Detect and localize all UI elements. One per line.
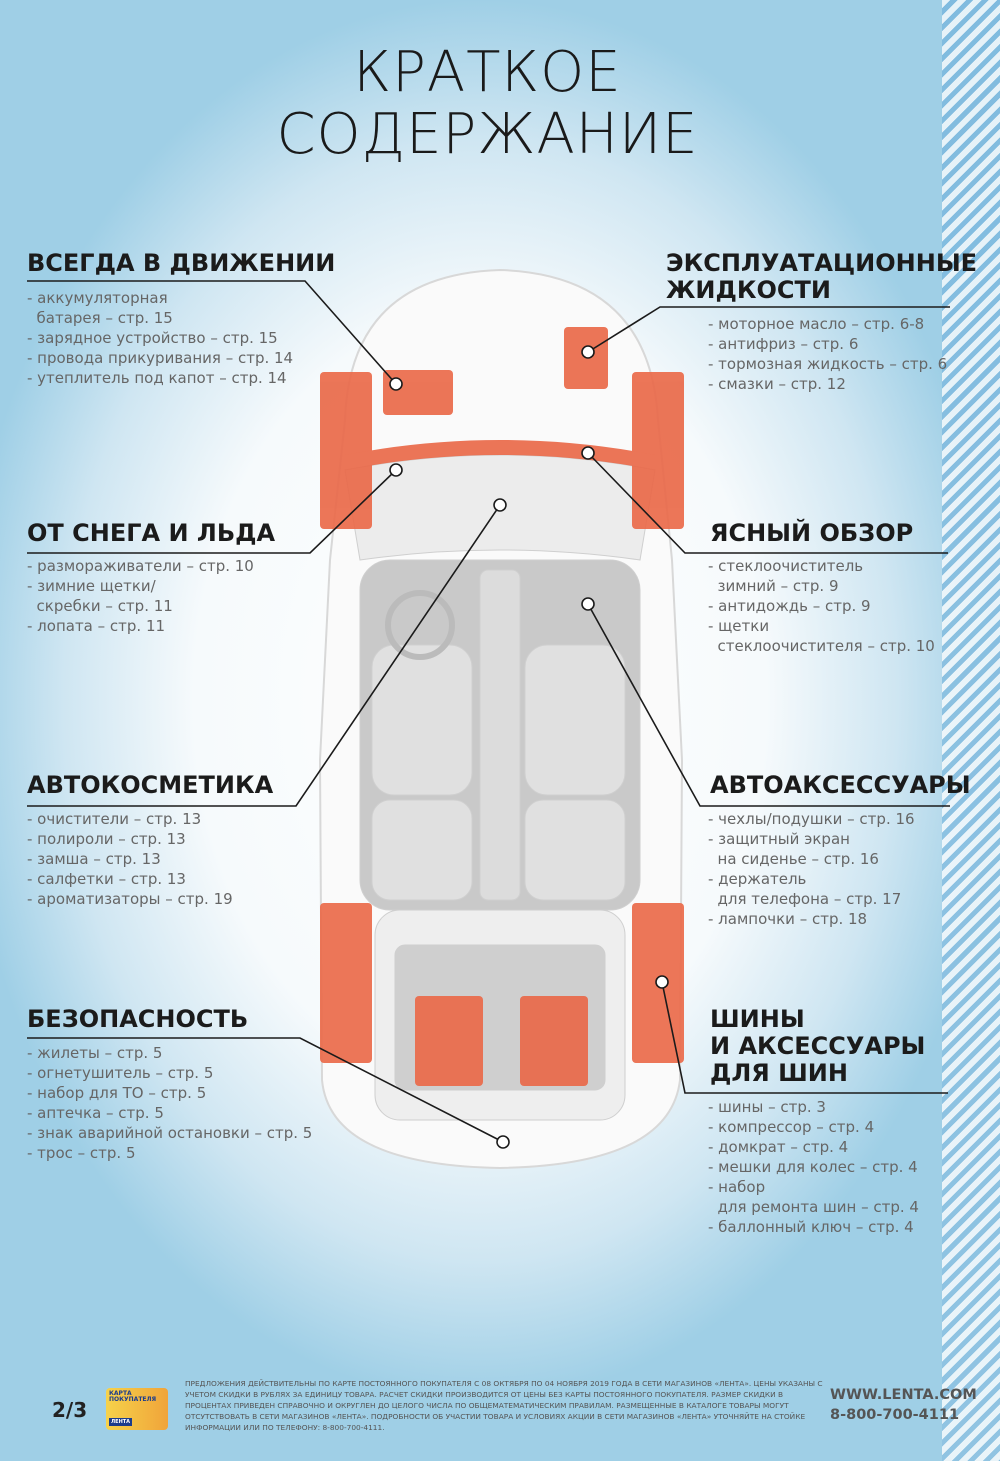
list-item: - тормозная жидкость – стр. 6 [708, 355, 948, 373]
list-item: - огнетушитель – стр. 5 [27, 1064, 214, 1082]
contacts: WWW.LENTA.COM 8-800-700-4111 [830, 1385, 977, 1425]
list-item: скребки – стр. 11 [27, 597, 173, 615]
list-item: - полироли – стр. 13 [27, 830, 186, 848]
leader-lines [27, 280, 950, 1143]
disclaimer: Предложения действительны по карте посто… [185, 1379, 823, 1432]
list-item: - компрессор – стр. 4 [708, 1118, 875, 1136]
heading-line: ЭКСПЛУАТАЦИОННЫЕ [666, 249, 978, 277]
card-label: КАРТА ПОКУПАТЕЛЯ [109, 1390, 157, 1403]
list-item: - лопата – стр. 11 [27, 617, 166, 635]
section-list-tires: - шины – стр. 3 - компрессор – стр. 4 - … [708, 1097, 919, 1237]
section-heading-always-moving: ВСЕГДА В ДВИЖЕНИИ [27, 249, 336, 277]
list-item: - антифриз – стр. 6 [708, 335, 859, 353]
website-link[interactable]: WWW.LENTA.COM [830, 1387, 977, 1403]
list-item: - баллонный ключ – стр. 4 [708, 1218, 914, 1236]
marker-dots [389, 345, 669, 1149]
section-list-clear-view: - стеклоочиститель зимний – стр. 9 - ант… [708, 556, 935, 656]
loyalty-card-image: КАРТА ПОКУПАТЕЛЯ ЛЕНТА [106, 1388, 168, 1430]
list-item: - провода прикуривания – стр. 14 [27, 349, 294, 367]
section-list-safety: - жилеты – стр. 5 - огнетушитель – стр. … [27, 1043, 312, 1163]
list-item: стеклоочистителя – стр. 10 [708, 637, 935, 655]
list-item: на сиденье – стр. 16 [708, 850, 879, 868]
heading-line: И АКСЕССУАРЫ [710, 1032, 926, 1060]
section-heading-clear-view: ЯСНЫЙ ОБЗОР [710, 519, 914, 547]
page-title-line1: КРАТКОЕ [353, 40, 622, 105]
list-item: - размораживатели – стр. 10 [27, 557, 254, 575]
section-list-fluids: - моторное масло – стр. 6-8 - антифриз –… [708, 314, 947, 394]
list-item: - щетки [708, 617, 770, 635]
list-item: - зарядное устройство – стр. 15 [27, 329, 278, 347]
list-item: - антидождь – стр. 9 [708, 597, 871, 615]
section-heading-fluids: ЭКСПЛУАТАЦИОННЫЕ ЖИДКОСТИ [666, 250, 977, 304]
list-item: - держатель [708, 870, 807, 888]
tire-tread-decoration [942, 0, 1000, 1461]
heading-line: ШИНЫ [710, 1005, 805, 1033]
list-item: для ремонта шин – стр. 4 [708, 1198, 919, 1216]
list-item: - стеклоочиститель [708, 557, 864, 575]
list-item: - набор для ТО – стр. 5 [27, 1084, 207, 1102]
list-item: - ароматизаторы – стр. 19 [27, 890, 233, 908]
section-heading-cosmetics: АВТОКОСМЕТИКА [27, 771, 274, 799]
heading-line: ЖИДКОСТИ [666, 276, 831, 304]
list-item: - аккумуляторная [27, 289, 168, 307]
list-item: - салфетки – стр. 13 [27, 870, 186, 888]
list-item: - мешки для колес – стр. 4 [708, 1158, 918, 1176]
list-item: для телефона – стр. 17 [708, 890, 902, 908]
section-list-snow-ice: - размораживатели – стр. 10 - зимние щет… [27, 556, 254, 636]
list-item: - набор [708, 1178, 766, 1196]
page-title-line2: СОДЕРЖАНИЕ [276, 102, 699, 167]
list-item: - зимние щетки/ [27, 577, 156, 595]
section-heading-accessories: АВТОАКСЕССУАРЫ [710, 771, 971, 799]
list-item: - трос – стр. 5 [27, 1144, 136, 1162]
list-item: - аптечка – стр. 5 [27, 1104, 164, 1122]
list-item: - лампочки – стр. 18 [708, 910, 868, 928]
section-list-always-moving: - аккумуляторная батарея – стр. 15 - зар… [27, 288, 293, 388]
list-item: батарея – стр. 15 [27, 309, 173, 327]
heading-line: ДЛЯ ШИН [710, 1059, 848, 1087]
list-item: - чехлы/подушки – стр. 16 [708, 810, 915, 828]
list-item: - моторное масло – стр. 6-8 [708, 315, 925, 333]
list-item: - знак аварийной остановки – стр. 5 [27, 1124, 313, 1142]
section-heading-snow-ice: ОТ СНЕГА И ЛЬДА [27, 519, 276, 547]
list-item: - очистители – стр. 13 [27, 810, 202, 828]
section-list-cosmetics: - очистители – стр. 13 - полироли – стр.… [27, 809, 233, 909]
list-item: - жилеты – стр. 5 [27, 1044, 163, 1062]
section-heading-tires: ШИНЫ И АКСЕССУАРЫ ДЛЯ ШИН [710, 1006, 925, 1087]
section-heading-safety: БЕЗОПАСНОСТЬ [27, 1005, 249, 1033]
section-list-accessories: - чехлы/подушки – стр. 16 - защитный экр… [708, 809, 915, 929]
list-item: зимний – стр. 9 [708, 577, 839, 595]
list-item: - шины – стр. 3 [708, 1098, 826, 1116]
list-item: - домкрат – стр. 4 [708, 1138, 849, 1156]
list-item: - защитный экран [708, 830, 850, 848]
list-item: - смазки – стр. 12 [708, 375, 846, 393]
list-item: - утеплитель под капот – стр. 14 [27, 369, 287, 387]
card-brand: ЛЕНТА [109, 1418, 133, 1426]
list-item: - замша – стр. 13 [27, 850, 161, 868]
page-number: 2/3 [52, 1398, 88, 1422]
phone-number: 8-800-700-4111 [830, 1407, 960, 1423]
